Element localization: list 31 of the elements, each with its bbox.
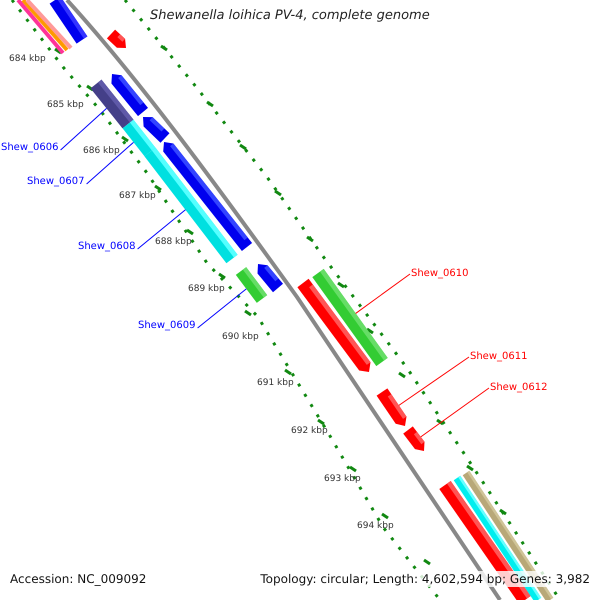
leader-line: [355, 274, 410, 314]
title: Shewanella loihica PV-4, complete genome: [150, 8, 430, 23]
leader-line: [86, 142, 134, 184]
gene-segment: [376, 388, 406, 426]
tick-label: 690 kbp: [222, 332, 259, 342]
tick-label: 688 kbp: [155, 237, 192, 247]
gene-segment: [90, 80, 134, 128]
footer-text: Accession: NC_009092: [8, 571, 148, 587]
gene-segment: [122, 120, 156, 156]
gene-label: Shew_0610: [411, 268, 468, 279]
gene-segment: [236, 267, 268, 303]
leader-line: [60, 108, 108, 150]
leader-line: [420, 388, 490, 438]
tick-label: 692 kbp: [291, 426, 328, 436]
leader-line: [137, 209, 186, 250]
gene-label: Shew_0606: [1, 142, 58, 153]
tick-label: 693 kbp: [324, 474, 361, 484]
gene-label: Shew_0608: [78, 241, 136, 252]
gene-label: Shew_0609: [138, 320, 196, 331]
tick-label: 694 kbp: [357, 521, 394, 531]
gene-segment: [403, 426, 424, 451]
gene-label: Shew_0612: [490, 382, 548, 393]
tick-label: 689 kbp: [188, 284, 225, 294]
leader-line: [398, 356, 470, 406]
gene-label: Shew_0611: [470, 351, 528, 362]
gene-label: Shew_0607: [27, 176, 84, 187]
gene-segment: [312, 268, 388, 366]
leader-line: [197, 288, 247, 328]
footer-text: Topology: circular; Length: 4,602,594 bp; Genes: 3,982: [258, 571, 592, 587]
tick-label: 684 kbp: [9, 54, 46, 64]
tick-label: 687 kbp: [119, 191, 156, 201]
